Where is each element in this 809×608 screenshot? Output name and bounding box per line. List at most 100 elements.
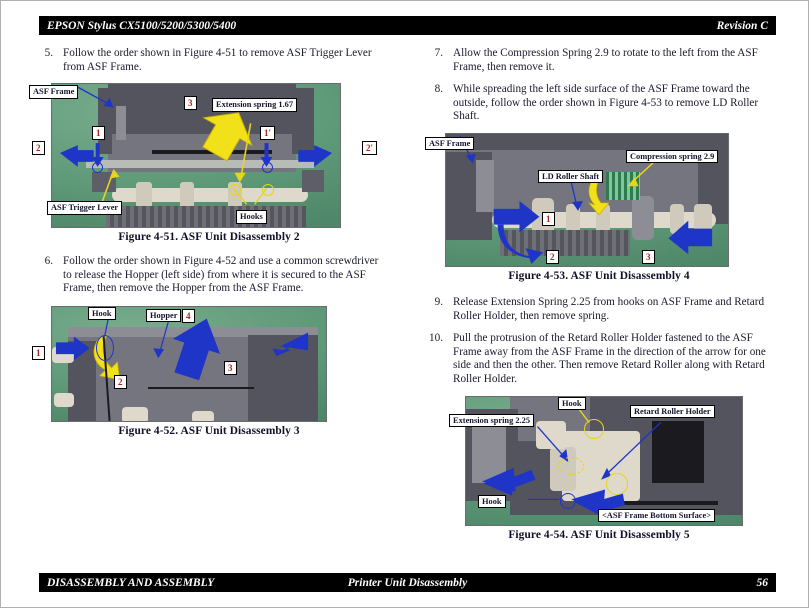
left-column: 5. Follow the order shown in Figure 4-51… [29, 47, 389, 441]
footer-section: DISASSEMBLY AND ASSEMBLY [47, 576, 215, 589]
right-column: 7. Allow the Compression Spring 2.9 to r… [419, 47, 779, 545]
step-9-number: 9. [434, 295, 443, 308]
frame-slot [152, 150, 272, 155]
header-title: EPSON Stylus CX5100/5200/5300/5400 [47, 19, 237, 32]
footer-page-number: 56 [756, 576, 769, 589]
step-6: 6. Follow the order shown in Figure 4-52… [29, 255, 389, 296]
figure-4-53-photo: 1 2 3 LD Roller Shaft Compression spring… [445, 132, 729, 267]
step-8-number: 8. [434, 83, 443, 96]
frame-left-inset [472, 426, 506, 483]
frame-edge-left [98, 88, 112, 155]
step-7: 7. Allow the Compression Spring 2.9 to r… [419, 47, 779, 74]
roller-flange-d [670, 203, 684, 234]
frame-edge-right [292, 88, 314, 155]
callout-2: 2 [32, 141, 45, 156]
hook-circle-lower [606, 472, 628, 495]
roller-collar-b [180, 182, 194, 209]
label-asf-frame-bottom-surface: <ASF Frame Bottom Surface> [598, 508, 716, 523]
figure-4-51: 1 3 1' Extension spring 1.67 Hooks ASF F… [29, 83, 389, 243]
roller-bottom-a [122, 406, 148, 421]
step-7-number: 7. [434, 47, 443, 59]
holder-protrusion [536, 420, 566, 449]
header-revision: Revision C [716, 19, 768, 32]
figure-4-52: Hook Hopper 2 3 4 1 Figure 4-52. ASF Uni… [29, 305, 389, 437]
hook-circle-top [584, 418, 604, 439]
gear-left [92, 172, 116, 193]
label-asf-frame: ASF Frame [29, 85, 79, 99]
callout-1: 1 [32, 345, 45, 360]
callout-4: 4 [182, 308, 195, 323]
label-extension-spring-1-67: Extension spring 1.67 [212, 98, 298, 112]
frame-top-rail [446, 133, 728, 150]
label-hook-top: Hook [558, 396, 586, 411]
callout-1-prime: 1' [260, 126, 276, 141]
step-8: 8. While spreading the left side surface… [419, 83, 779, 124]
extension-spring-dashed-ring [558, 456, 584, 475]
frame-step-left [476, 159, 494, 212]
hopper-seam [148, 386, 254, 390]
hook-circle-b [262, 184, 274, 197]
hook-ring [96, 334, 114, 361]
hook-ring-bottom [560, 492, 576, 509]
label-hook-bottom: Hook [478, 494, 506, 509]
label-hopper: Hopper [146, 308, 182, 323]
paper-feed-teeth [106, 206, 306, 228]
frame-rib-left [116, 106, 126, 141]
footer-subsection: Printer Unit Disassembly [347, 576, 468, 589]
retard-collar [632, 195, 654, 240]
frame-bottom-edge [614, 500, 718, 505]
step-8-text: While spreading the left side surface of… [453, 83, 759, 123]
step-10-text: Pull the protrusion of the Retard Roller… [453, 332, 766, 385]
label-hook: Hook [88, 306, 116, 321]
roller-bottom-b [192, 410, 214, 421]
gear-right [302, 170, 324, 193]
page-footer: DISASSEMBLY AND ASSEMBLY Printer Unit Di… [39, 573, 776, 592]
roller-flange-e [694, 203, 712, 236]
roller-flange-b [566, 203, 580, 234]
step-9: 9. Release Extension Spring 2.25 from ho… [419, 296, 779, 323]
callout-2-prime: 2' [362, 141, 378, 156]
roller-left [52, 346, 74, 363]
label-hooks: Hooks [236, 210, 267, 224]
roller-left-lower [54, 392, 74, 407]
figure-4-53-caption: Figure 4-53. ASF Unit Disassembly 4 [508, 269, 690, 282]
callout-1: 1 [542, 211, 555, 226]
figure-4-52-photo: Hook Hopper 2 3 4 [51, 305, 327, 422]
label-retard-roller-holder: Retard Roller Holder [630, 404, 715, 419]
label-asf-frame: ASF Frame [425, 136, 475, 151]
callout-3: 3 [224, 360, 237, 375]
callout-3: 3 [642, 249, 655, 264]
step-5-number: 5. [44, 47, 53, 59]
figure-4-51-caption: Figure 4-51. ASF Unit Disassembly 2 [118, 231, 300, 244]
step-6-text: Follow the order shown in Figure 4-52 an… [63, 255, 379, 295]
frame-cavity [652, 420, 704, 483]
roller-collar-a [136, 182, 152, 209]
callout-2: 2 [114, 374, 127, 389]
step-5-text: Follow the order shown in Figure 4-51 to… [63, 47, 372, 73]
figure-4-53: 1 2 3 LD Roller Shaft Compression spring… [419, 132, 779, 282]
page-header: EPSON Stylus CX5100/5200/5300/5400 Revis… [39, 16, 776, 35]
step-10: 10. Pull the protrusion of the Retard Ro… [419, 332, 779, 386]
hook-ring-left [92, 162, 103, 174]
label-ld-roller-shaft: LD Roller Shaft [538, 169, 604, 184]
hook-circle-a [229, 184, 241, 197]
figure-4-52-caption: Figure 4-52. ASF Unit Disassembly 3 [118, 424, 300, 437]
label-extension-spring-2-25: Extension spring 2.25 [449, 413, 535, 428]
hook-ring-right [262, 162, 273, 174]
compression-spring-2-9 [606, 171, 640, 200]
step-5: 5. Follow the order shown in Figure 4-51… [29, 47, 389, 74]
step-7-text: Allow the Compression Spring 2.9 to rota… [453, 47, 758, 73]
step-6-number: 6. [44, 255, 53, 268]
figure-4-54-caption: Figure 4-54. ASF Unit Disassembly 5 [508, 528, 690, 541]
label-asf-trigger-lever: ASF Trigger Lever [47, 201, 123, 215]
hopper-right-wall [248, 334, 318, 421]
callout-2: 2 [546, 249, 559, 264]
step-10-number: 10. [429, 332, 443, 345]
paper-feed-teeth [500, 229, 630, 256]
asf-trigger-lever-shaft [86, 160, 314, 169]
figure-4-54: Hook Retard Roller Holder Hook <ASF Fram… [419, 395, 779, 541]
step-9-text: Release Extension Spring 2.25 from hooks… [453, 295, 765, 322]
label-compression-spring-2-9: Compression spring 2.9 [626, 149, 719, 164]
callout-3: 3 [184, 96, 197, 111]
